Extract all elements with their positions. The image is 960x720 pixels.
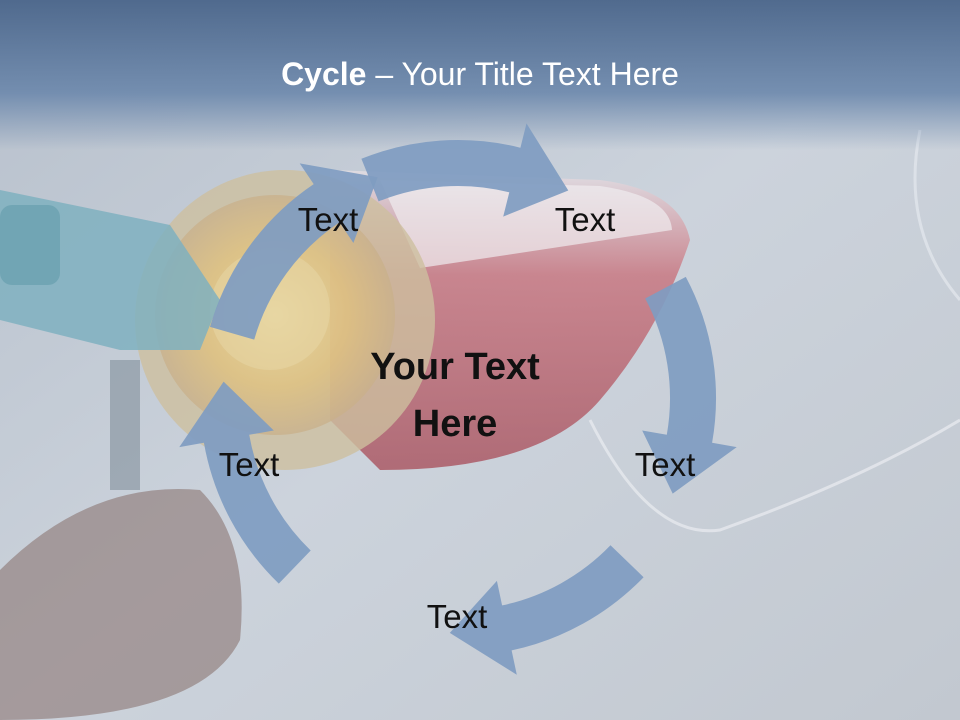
cycle-arrow-bottom-left-icon (179, 381, 311, 584)
cycle-arrow-right-icon (642, 276, 737, 494)
cycle-step-label-right: Text (634, 446, 696, 483)
cycle-step-label-top-left: Text (297, 201, 359, 238)
cycle-arrow-bottom-right-icon (449, 545, 644, 675)
center-text-line2: Here (412, 403, 498, 445)
center-text-line1: Your Text (370, 346, 540, 388)
cycle-arrow-top-icon (361, 123, 569, 217)
cycle-step-label-top-right: Text (554, 201, 616, 238)
cycle-arrow-left-icon (210, 163, 378, 340)
title-band (0, 0, 960, 150)
slide-title: Cycle – Your Title Text Here (0, 56, 960, 93)
cycle-step-label-left: Text (218, 446, 280, 483)
cycle-step-label-bottom: Text (426, 598, 488, 635)
title-rest-part: – Your Title Text Here (366, 56, 679, 92)
title-bold-part: Cycle (281, 56, 367, 92)
center-text: Your Text Here (295, 339, 615, 453)
